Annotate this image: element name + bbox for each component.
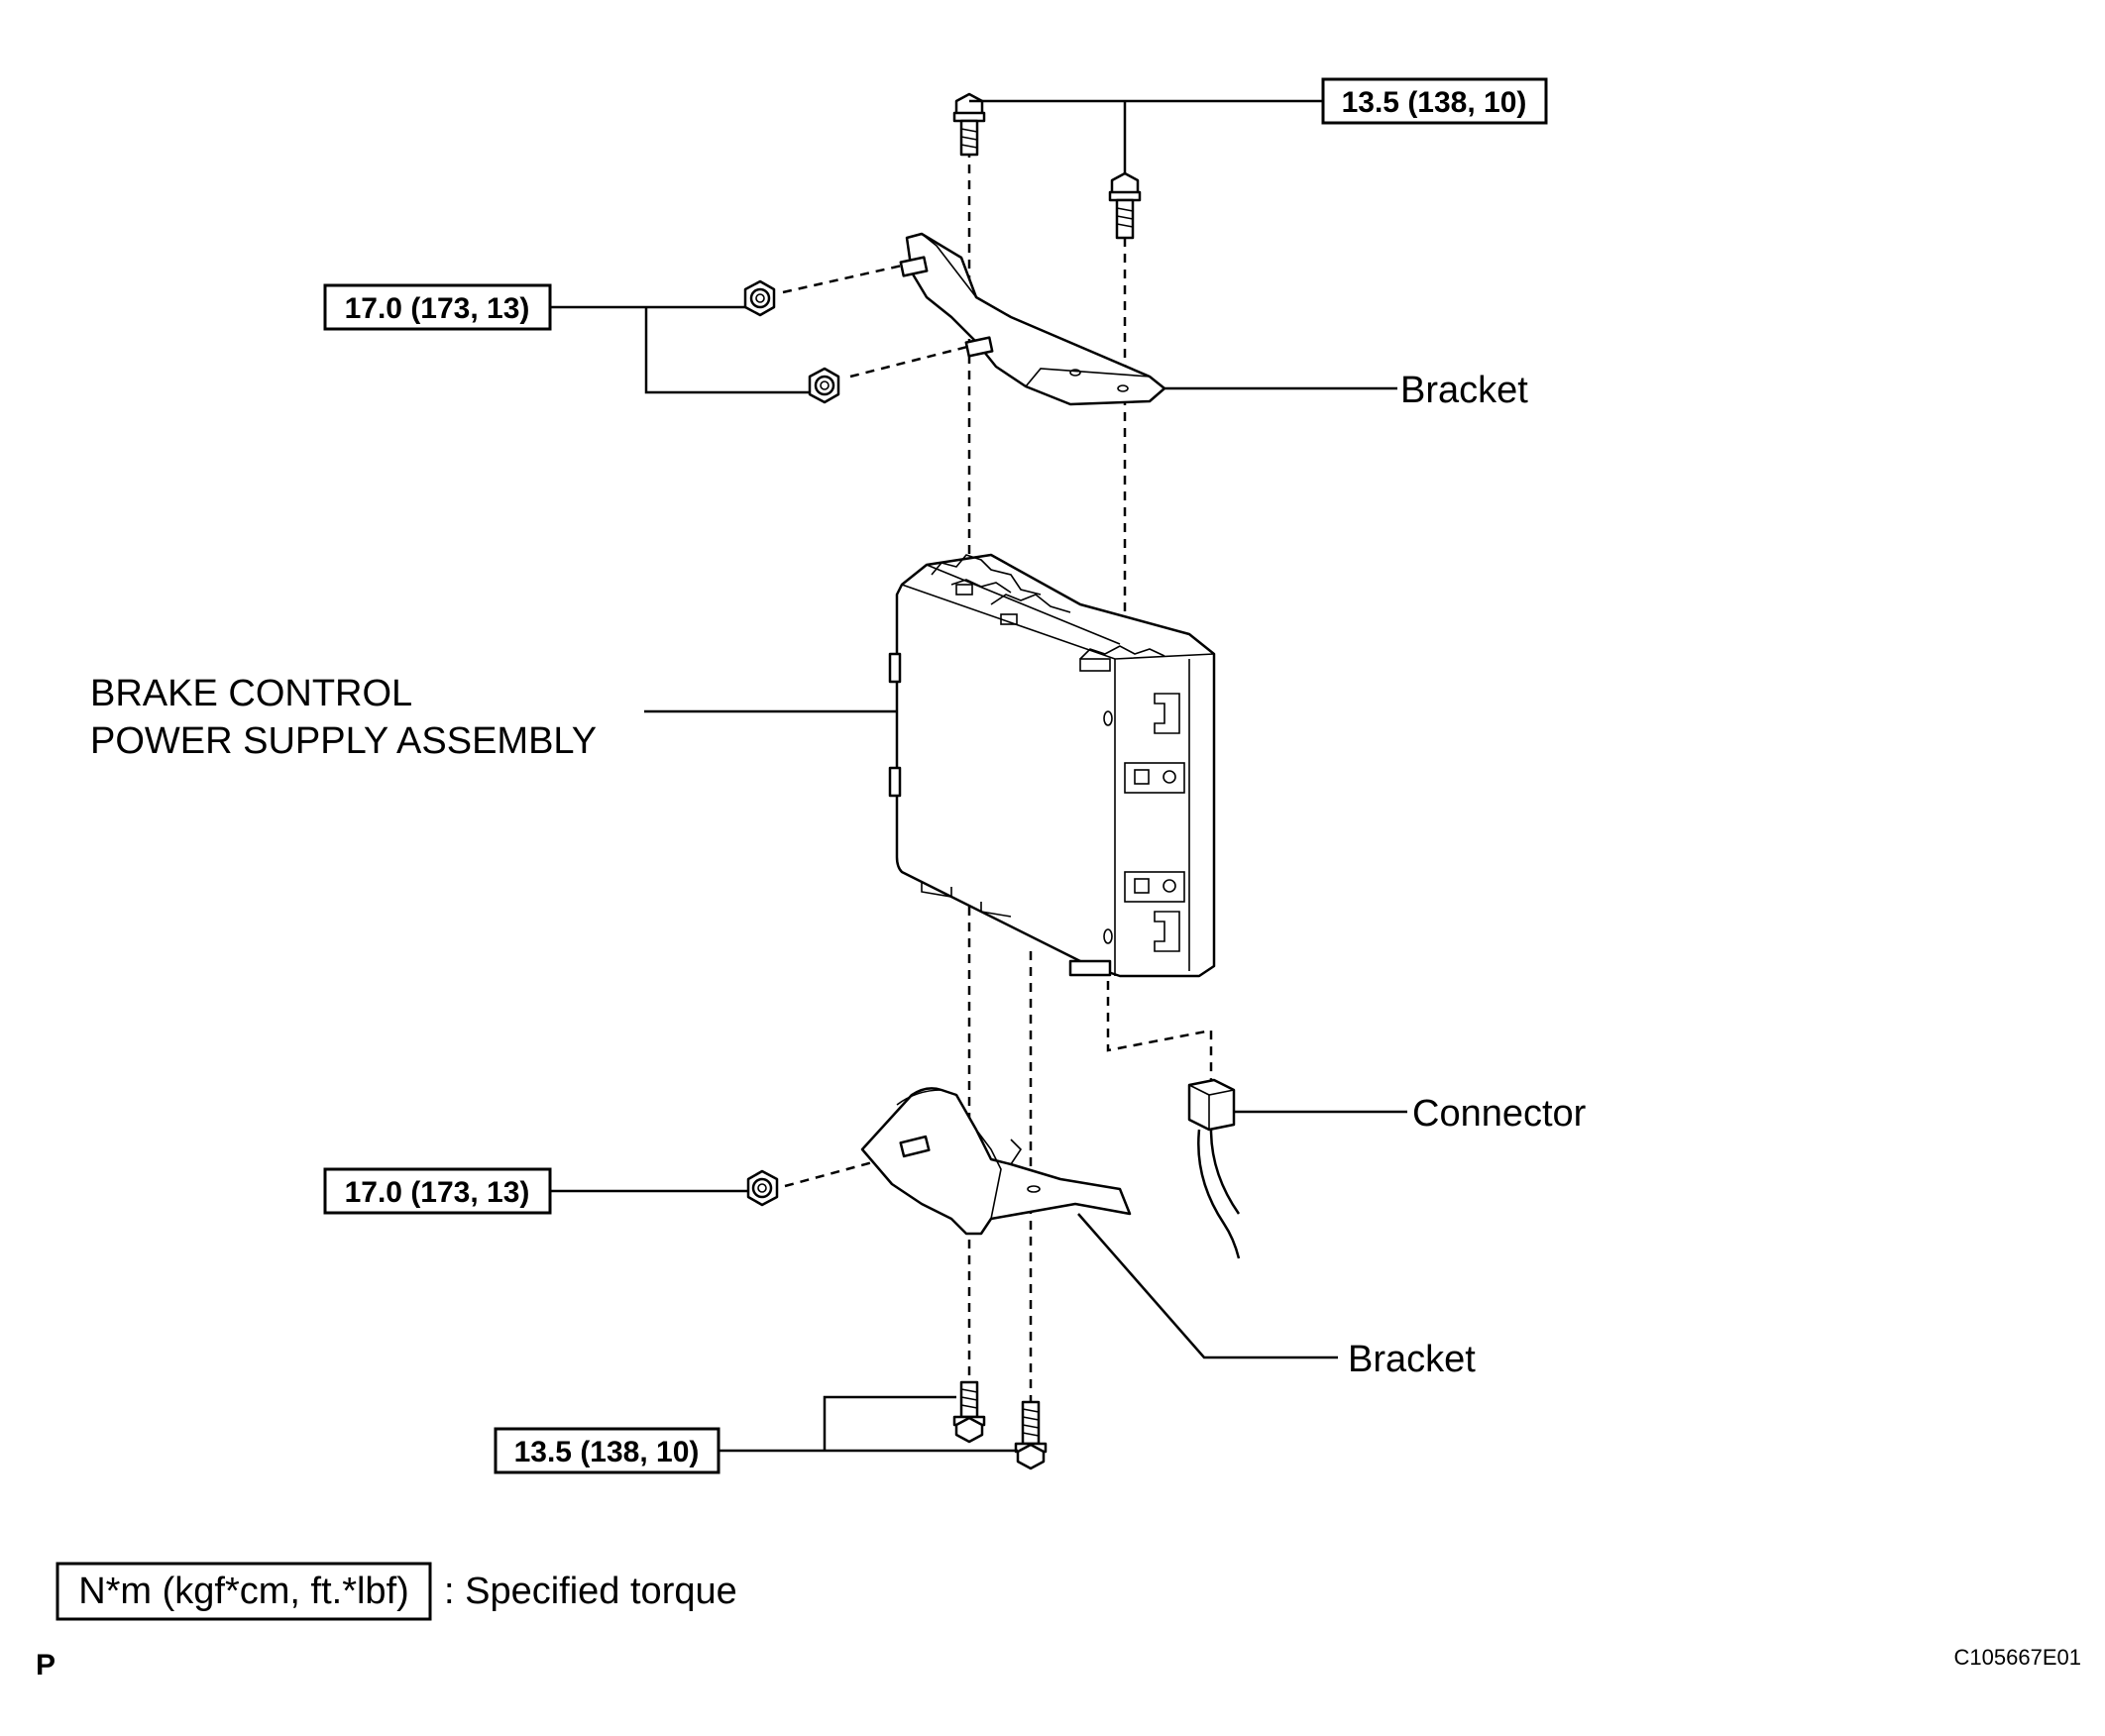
lower-nut bbox=[746, 1169, 779, 1207]
brake-control-assembly bbox=[888, 553, 1216, 978]
upper-bracket bbox=[899, 232, 1166, 406]
upper-nut-2 bbox=[808, 367, 840, 404]
connector bbox=[1187, 1078, 1241, 1259]
torque-value-upper-nuts: 17.0 (173, 13) bbox=[345, 292, 530, 325]
torque-value-bottom-bolts: 13.5 (138, 10) bbox=[514, 1436, 700, 1468]
torque-value-top-bolts: 13.5 (138, 10) bbox=[1342, 86, 1527, 119]
torque-box-upper-nuts: 17.0 (173, 13) bbox=[323, 283, 552, 331]
leader-lines bbox=[550, 99, 1407, 1453]
bottom-bolt-left bbox=[952, 1380, 986, 1444]
top-bolt-right bbox=[1108, 171, 1142, 240]
torque-legend: N*m (kgf*cm, ft.*lbf) : Specified torque bbox=[55, 1562, 737, 1621]
torque-box-lower-nut: 17.0 (173, 13) bbox=[323, 1167, 552, 1215]
torque-value-lower-nut: 17.0 (173, 13) bbox=[345, 1176, 530, 1209]
legend-unit-box: N*m (kgf*cm, ft.*lbf) bbox=[78, 1571, 409, 1612]
upper-nut-1 bbox=[743, 279, 776, 317]
legend-description: : Specified torque bbox=[444, 1571, 737, 1612]
top-bolt-left bbox=[952, 92, 986, 157]
label-assembly-line1: BRAKE CONTROL bbox=[90, 673, 412, 714]
page-mark: P bbox=[36, 1649, 55, 1682]
figure-code: C105667E01 bbox=[1954, 1645, 2081, 1670]
torque-box-top-bolts: 13.5 (138, 10) bbox=[1321, 77, 1548, 125]
label-lower-bracket: Bracket bbox=[1348, 1339, 1476, 1380]
bottom-bolt-right bbox=[1014, 1400, 1048, 1470]
label-connector: Connector bbox=[1412, 1093, 1587, 1135]
label-upper-bracket: Bracket bbox=[1400, 370, 1528, 411]
label-assembly-line2: POWER SUPPLY ASSEMBLY bbox=[90, 720, 597, 762]
lower-bracket bbox=[860, 1087, 1132, 1236]
torque-box-bottom-bolts: 13.5 (138, 10) bbox=[494, 1427, 720, 1474]
